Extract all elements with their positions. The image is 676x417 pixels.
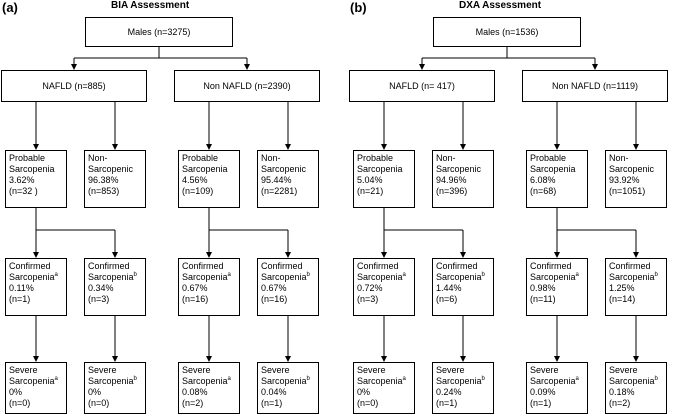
- severe-sarcopenia-b-box: Severe Sarcopeniab 0.18% (n=2): [605, 362, 667, 414]
- group-box: NAFLD (n=885): [1, 70, 147, 102]
- severe-sarcopenia-b-box-superscript: b: [654, 376, 658, 382]
- confirmed-sarcopenia-a-box-title: Confirmed Sarcopenia: [182, 261, 228, 282]
- panel-label: (a): [2, 0, 18, 15]
- confirmed-sarcopenia-b-box: Confirmed Sarcopeniab 1.44% (n=6): [432, 258, 494, 316]
- probable-sarcopenia-box: Probable Sarcopenia 3.62% (n=32 ): [5, 150, 67, 208]
- severe-sarcopenia-b-box-superscript: b: [481, 376, 485, 382]
- non-sarcopenic-box: Non- Sarcopenic 93.92% (n=1051): [605, 150, 667, 208]
- root-box: Males (n=3275): [85, 17, 233, 47]
- severe-sarcopenia-a-box-values: 0% (n=0): [357, 387, 379, 408]
- severe-sarcopenia-b-box-values: 0.04% (n=1): [261, 387, 287, 408]
- confirmed-sarcopenia-a-box: Confirmed Sarcopeniaa 0.67% (n=16): [178, 258, 240, 316]
- confirmed-sarcopenia-b-box-title: Confirmed Sarcopenia: [261, 261, 307, 282]
- group-box: Non NAFLD (n=2390): [174, 70, 320, 102]
- severe-sarcopenia-b-box-superscript: b: [133, 376, 137, 382]
- confirmed-sarcopenia-b-box-superscript: b: [654, 272, 658, 278]
- confirmed-sarcopenia-a-box-title: Confirmed Sarcopenia: [9, 261, 55, 282]
- probable-sarcopenia-box: Probable Sarcopenia 6.08% (n=68): [526, 150, 588, 208]
- severe-sarcopenia-a-box-title: Severe Sarcopenia: [9, 365, 55, 386]
- severe-sarcopenia-a-box-title: Severe Sarcopenia: [530, 365, 576, 386]
- confirmed-sarcopenia-a-box-superscript: a: [227, 272, 231, 278]
- severe-sarcopenia-a-box-superscript: a: [227, 376, 231, 382]
- severe-sarcopenia-a-box-superscript: a: [402, 376, 406, 382]
- non-sarcopenic-box: Non- Sarcopenic 94.96% (n=396): [432, 150, 494, 208]
- severe-sarcopenia-b-box-title: Severe Sarcopenia: [436, 365, 482, 386]
- severe-sarcopenia-b-box-values: 0.18% (n=2): [609, 387, 635, 408]
- severe-sarcopenia-a-box: Severe Sarcopeniaa 0.09% (n=1): [526, 362, 588, 414]
- severe-sarcopenia-b-box-values: 0.24% (n=1): [436, 387, 462, 408]
- non-sarcopenic-box: Non- Sarcopenic 95.44% (n=2281): [257, 150, 319, 208]
- severe-sarcopenia-b-box: Severe Sarcopeniab 0% (n=0): [84, 362, 146, 414]
- group-box: Non NAFLD (n=1119): [522, 70, 668, 102]
- confirmed-sarcopenia-a-box-title: Confirmed Sarcopenia: [357, 261, 403, 282]
- confirmed-sarcopenia-b-box-title: Confirmed Sarcopenia: [609, 261, 655, 282]
- confirmed-sarcopenia-b-box: Confirmed Sarcopeniab 0.34% (n=3): [84, 258, 146, 316]
- panel-label: (b): [350, 0, 367, 15]
- severe-sarcopenia-b-box-values: 0% (n=0): [88, 387, 110, 408]
- confirmed-sarcopenia-b-box-superscript: b: [481, 272, 485, 278]
- confirmed-sarcopenia-a-box-values: 0.72% (n=3): [357, 283, 383, 304]
- severe-sarcopenia-b-box-superscript: b: [306, 376, 310, 382]
- severe-sarcopenia-a-box-values: 0.09% (n=1): [530, 387, 556, 408]
- confirmed-sarcopenia-b-box-values: 1.25% (n=14): [609, 283, 636, 304]
- confirmed-sarcopenia-b-box: Confirmed Sarcopeniab 0.67% (n=16): [257, 258, 319, 316]
- confirmed-sarcopenia-a-box-values: 0.67% (n=16): [182, 283, 209, 304]
- confirmed-sarcopenia-a-box: Confirmed Sarcopeniaa 0.11% (n=1): [5, 258, 67, 316]
- confirmed-sarcopenia-a-box-values: 0.11% (n=1): [9, 283, 34, 304]
- severe-sarcopenia-a-box-title: Severe Sarcopenia: [357, 365, 403, 386]
- severe-sarcopenia-b-box: Severe Sarcopeniab 0.04% (n=1): [257, 362, 319, 414]
- severe-sarcopenia-a-box-superscript: a: [575, 376, 579, 382]
- severe-sarcopenia-b-box-title: Severe Sarcopenia: [261, 365, 307, 386]
- probable-sarcopenia-box: Probable Sarcopenia 4.56% (n=109): [178, 150, 240, 208]
- severe-sarcopenia-a-box: Severe Sarcopeniaa 0% (n=0): [353, 362, 415, 414]
- confirmed-sarcopenia-b-box: Confirmed Sarcopeniab 1.25% (n=14): [605, 258, 667, 316]
- panel-title: DXA Assessment: [459, 0, 542, 11]
- severe-sarcopenia-a-box: Severe Sarcopeniaa 0.08% (n=2): [178, 362, 240, 414]
- confirmed-sarcopenia-b-box-values: 1.44% (n=6): [436, 283, 462, 304]
- confirmed-sarcopenia-a-box-superscript: a: [402, 272, 406, 278]
- confirmed-sarcopenia-b-box-values: 0.67% (n=16): [261, 283, 288, 304]
- confirmed-sarcopenia-b-box-title: Confirmed Sarcopenia: [88, 261, 134, 282]
- confirmed-sarcopenia-b-box-title: Confirmed Sarcopenia: [436, 261, 482, 282]
- confirmed-sarcopenia-a-box: Confirmed Sarcopeniaa 0.98% (n=11): [526, 258, 588, 316]
- severe-sarcopenia-a-box-title: Severe Sarcopenia: [182, 365, 228, 386]
- group-box: NAFLD (n= 417): [349, 70, 495, 102]
- confirmed-sarcopenia-a-box-values: 0.98% (n=11): [530, 283, 556, 304]
- severe-sarcopenia-b-box: Severe Sarcopeniab 0.24% (n=1): [432, 362, 494, 414]
- confirmed-sarcopenia-a-box-superscript: a: [575, 272, 579, 278]
- probable-sarcopenia-box: Probable Sarcopenia 5.04% (n=21): [353, 150, 415, 208]
- confirmed-sarcopenia-a-box-title: Confirmed Sarcopenia: [530, 261, 576, 282]
- severe-sarcopenia-a-box: Severe Sarcopeniaa 0% (n=0): [5, 362, 67, 414]
- severe-sarcopenia-a-box-superscript: a: [54, 376, 58, 382]
- panel-title: BIA Assessment: [111, 0, 190, 11]
- confirmed-sarcopenia-a-box: Confirmed Sarcopeniaa 0.72% (n=3): [353, 258, 415, 316]
- severe-sarcopenia-b-box-title: Severe Sarcopenia: [609, 365, 655, 386]
- severe-sarcopenia-b-box-title: Severe Sarcopenia: [88, 365, 134, 386]
- confirmed-sarcopenia-b-box-superscript: b: [306, 272, 310, 278]
- root-box: Males (n=1536): [433, 17, 581, 47]
- confirmed-sarcopenia-b-box-values: 0.34% (n=3): [88, 283, 114, 304]
- severe-sarcopenia-a-box-values: 0% (n=0): [9, 387, 31, 408]
- confirmed-sarcopenia-a-box-superscript: a: [54, 272, 58, 278]
- confirmed-sarcopenia-b-box-superscript: b: [133, 272, 137, 278]
- non-sarcopenic-box: Non- Sarcopenic 96.38% (n=853): [84, 150, 146, 208]
- severe-sarcopenia-a-box-values: 0.08% (n=2): [182, 387, 208, 408]
